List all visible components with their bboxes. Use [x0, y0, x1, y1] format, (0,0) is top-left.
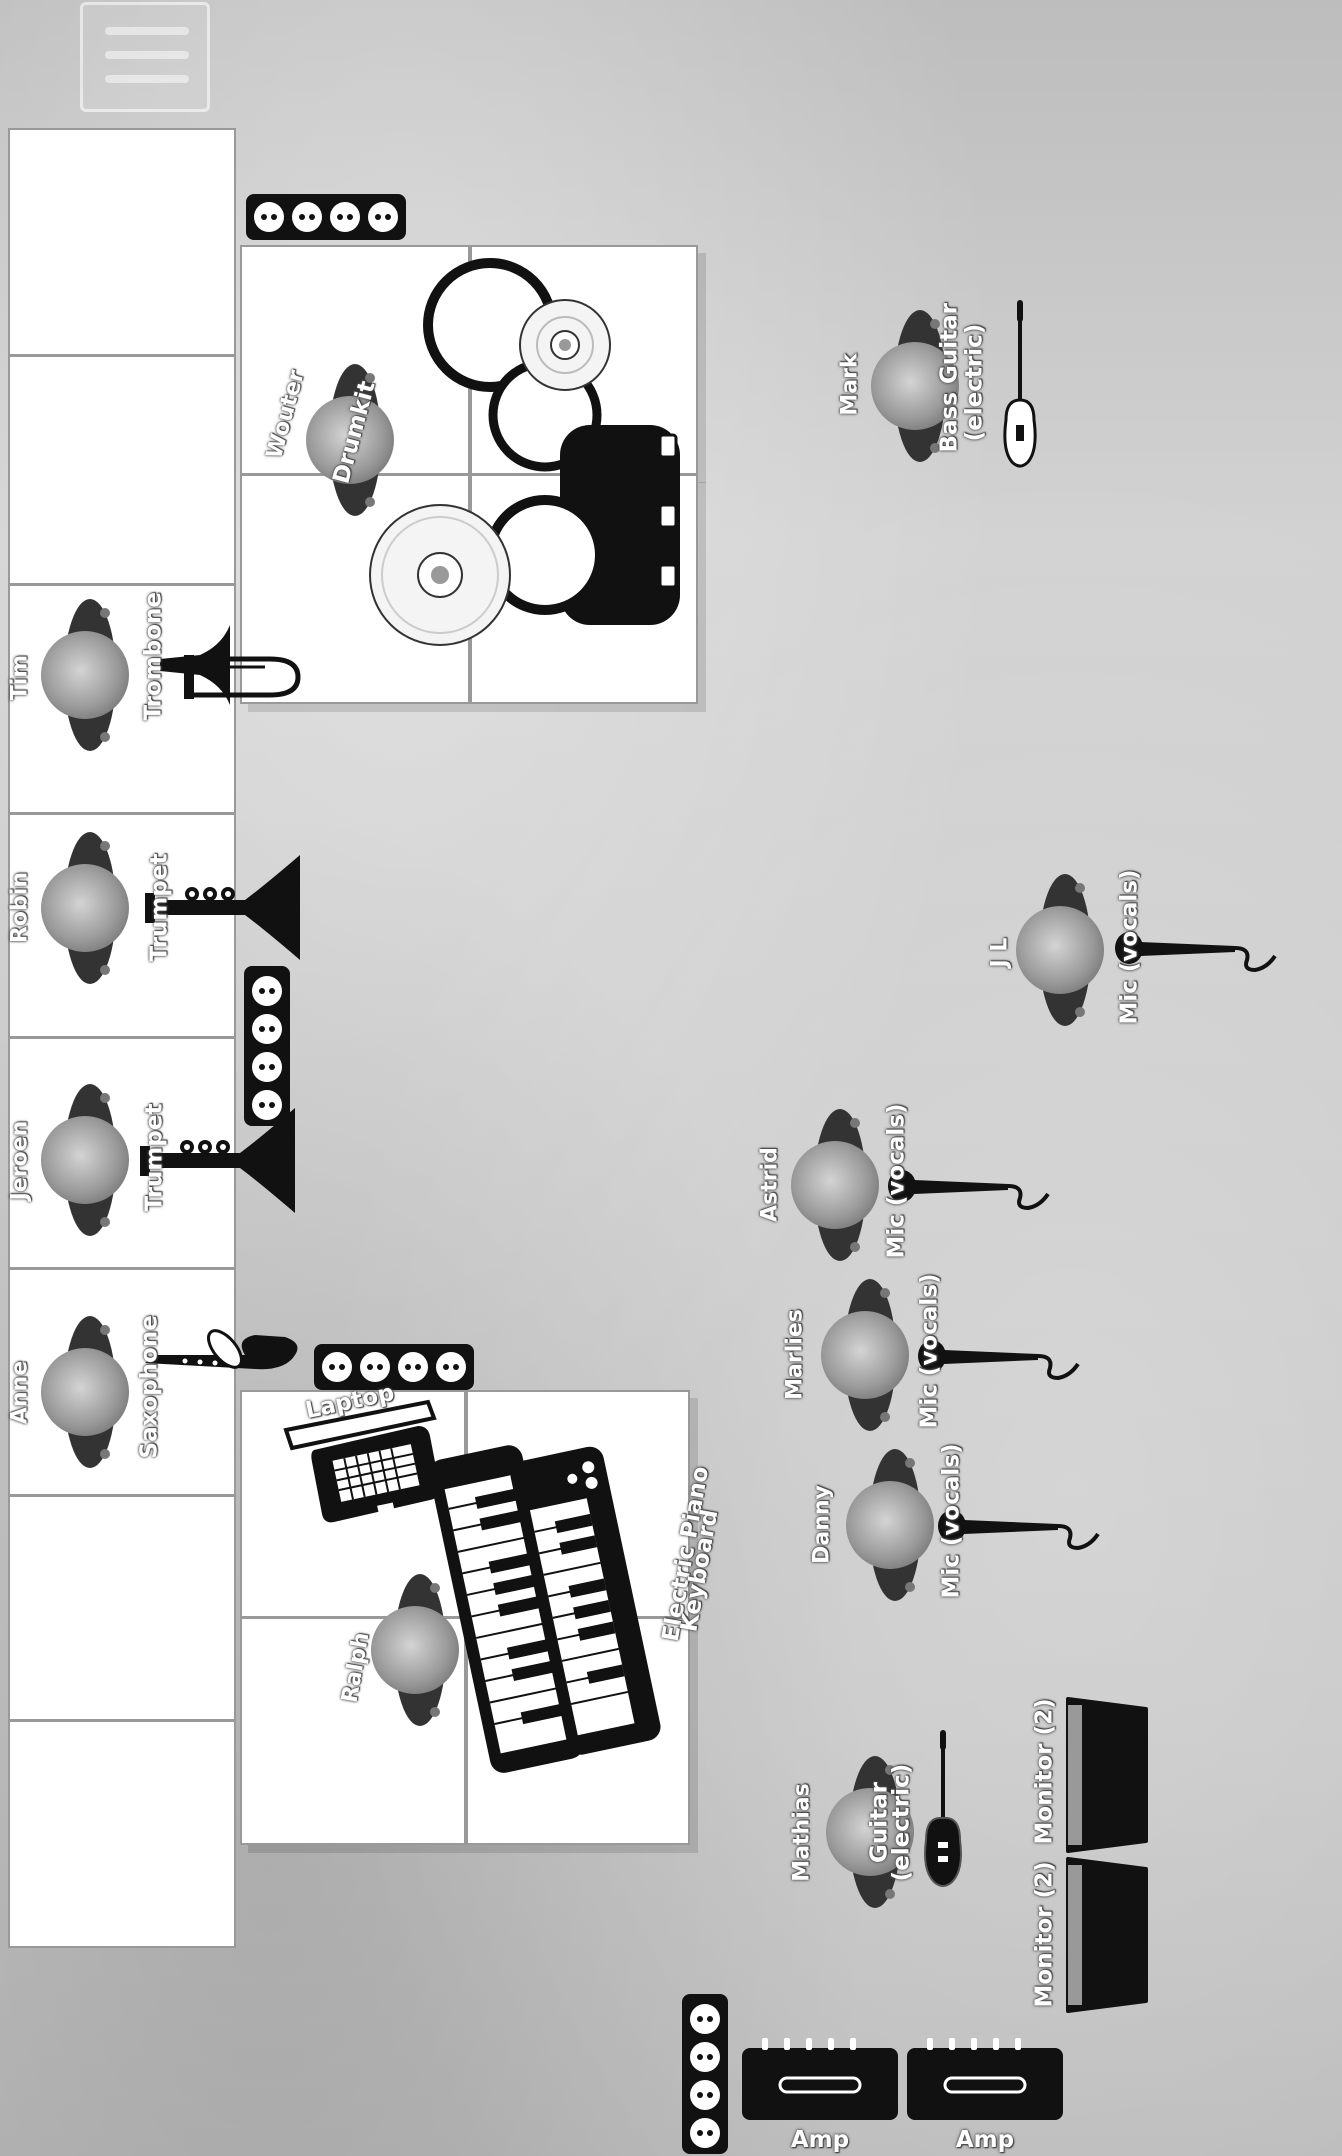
riser-left-2[interactable]	[8, 355, 236, 585]
monitor-2-icon[interactable]	[1060, 1855, 1150, 2015]
saxophone-icon[interactable]	[145, 1325, 305, 1395]
instrument-label-trumpet-1: Trumpet	[148, 848, 173, 968]
power-strip-horns[interactable]	[244, 966, 290, 1126]
riser-left-1[interactable]	[8, 128, 236, 356]
amp-1-icon[interactable]	[740, 2036, 900, 2121]
person-name-jl: J L	[988, 903, 1013, 1003]
person-name-mark: Mark	[838, 335, 863, 435]
person-name-anne: Anne	[8, 1343, 33, 1443]
trash-can-icon[interactable]	[80, 2, 210, 112]
person-name-mathias: Mathias	[790, 1783, 815, 1883]
monitor-1-label: Monitor (2)	[1033, 1705, 1058, 1845]
bass-guitar-icon[interactable]	[1000, 300, 1040, 470]
instrument-label-guitar-line2: (electric)	[890, 1763, 915, 1883]
amp-2-icon[interactable]	[905, 2036, 1065, 2121]
mic-astrid-icon[interactable]	[888, 1168, 1048, 1218]
instrument-label-bass-line2: (electric)	[963, 313, 988, 453]
riser-left-7[interactable]	[8, 1495, 236, 1721]
guitar-icon[interactable]	[920, 1730, 970, 1890]
power-strip-amps[interactable]	[682, 1994, 728, 2154]
person-name-jeroen: Jeroen	[8, 1111, 33, 1211]
instrument-label-mic-jl: Mic (vocals)	[1118, 885, 1143, 1025]
riser-left-8[interactable]	[8, 1720, 236, 1948]
person-name-robin: Robin	[8, 858, 33, 958]
instrument-label-mic-astrid: Mic (vocals)	[885, 1119, 910, 1259]
instrument-label-saxophone: Saxophone	[138, 1319, 163, 1459]
person-tim-avatar[interactable]	[40, 595, 150, 755]
person-name-marlies: Marlies	[783, 1305, 808, 1405]
person-name-danny: Danny	[810, 1475, 835, 1575]
monitor-1-icon[interactable]	[1060, 1695, 1150, 1855]
instrument-label-bass-line1: Bass Guitar	[938, 313, 963, 453]
person-robin-avatar[interactable]	[40, 828, 150, 988]
power-strip-drums[interactable]	[246, 194, 406, 240]
person-jl-avatar[interactable]	[1015, 870, 1125, 1030]
instrument-label-trombone: Trombone	[142, 601, 167, 721]
instrument-label-mic-danny: Mic (vocals)	[940, 1459, 965, 1599]
person-marlies-avatar[interactable]	[820, 1275, 930, 1435]
person-anne-avatar[interactable]	[40, 1312, 150, 1472]
person-name-astrid: Astrid	[758, 1135, 783, 1235]
amp-2-label: Amp	[945, 2128, 1025, 2153]
keyboard-icon[interactable]	[440, 1430, 670, 1790]
instrument-label-mic-marlies: Mic (vocals)	[918, 1289, 943, 1429]
trombone-icon[interactable]	[150, 625, 310, 705]
monitor-2-label: Monitor (2)	[1033, 1868, 1058, 2008]
amp-1-label: Amp	[780, 2128, 860, 2153]
drumkit-icon[interactable]	[360, 245, 700, 665]
instrument-label-trumpet-2: Trumpet	[143, 1098, 168, 1218]
person-jeroen-avatar[interactable]	[40, 1080, 150, 1240]
person-name-tim: Tim	[8, 628, 33, 728]
